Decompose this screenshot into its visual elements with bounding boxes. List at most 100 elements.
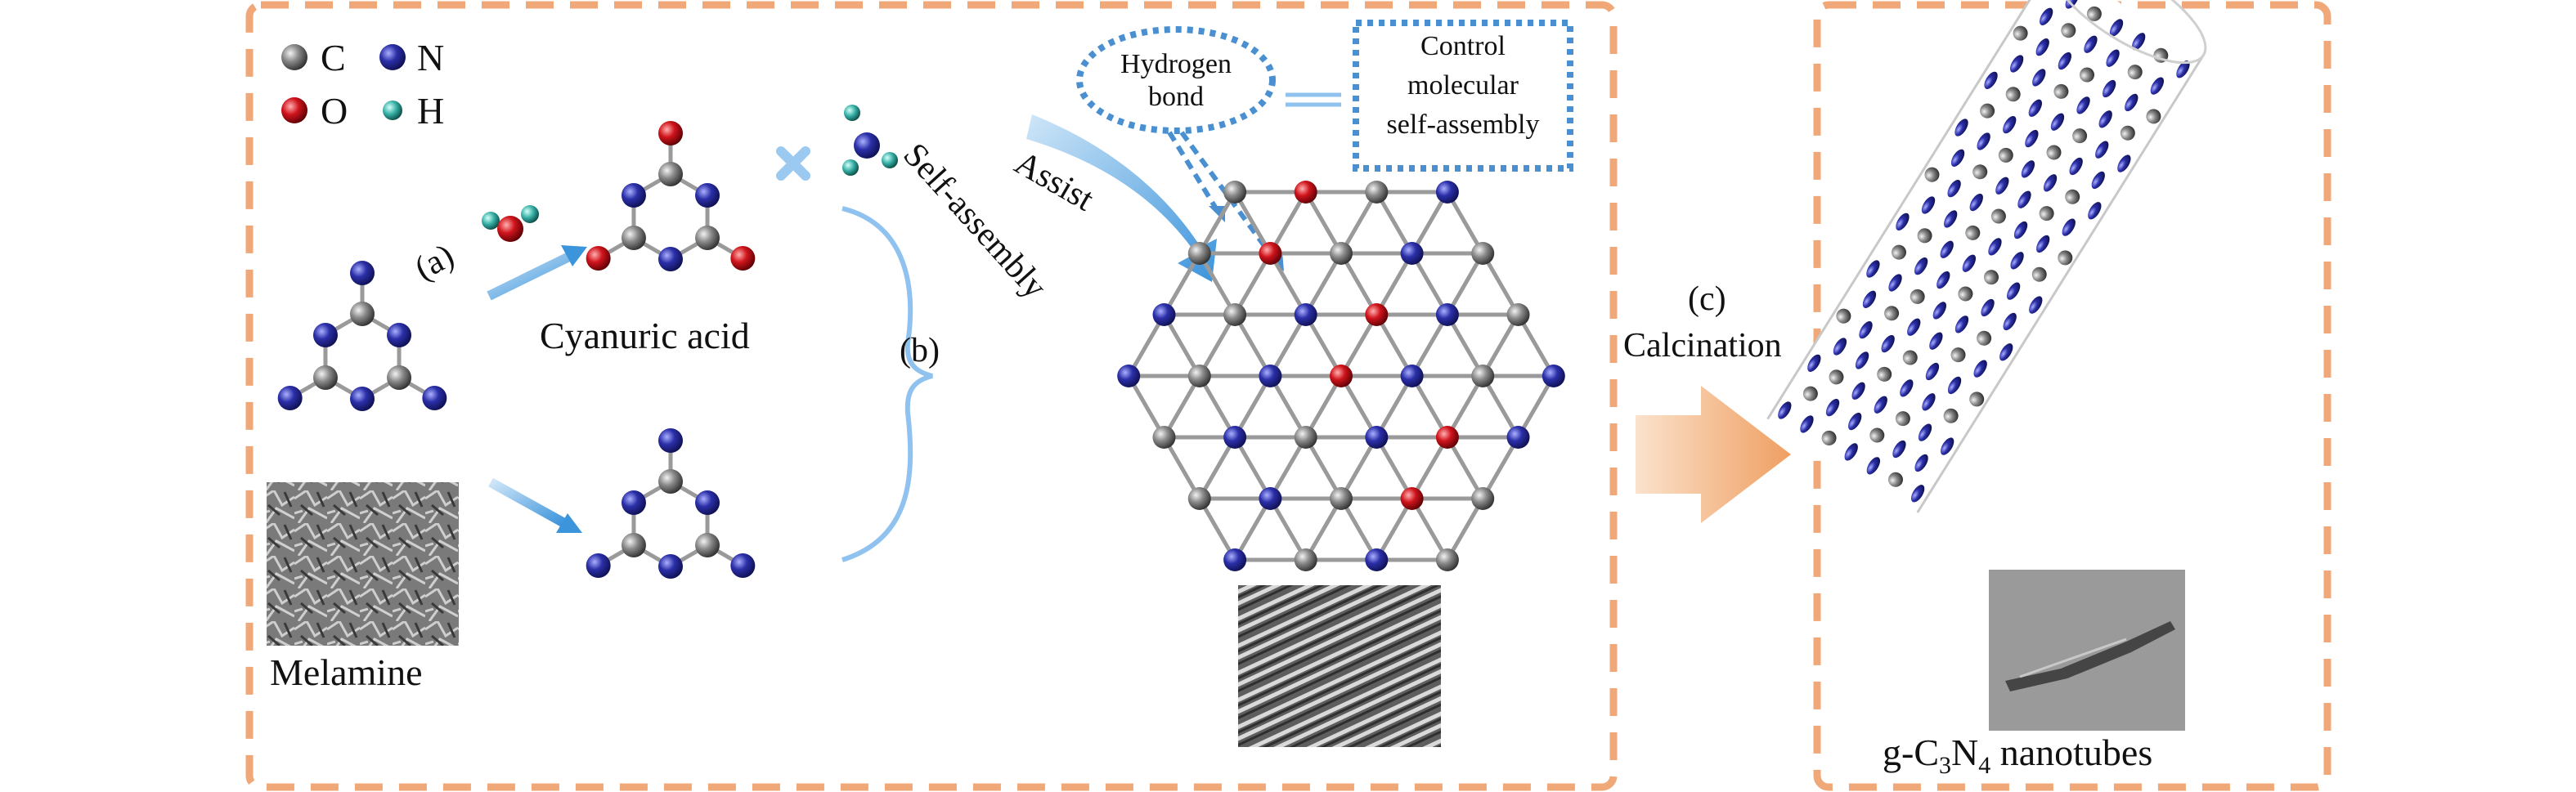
nanotube-atom-nitrogen — [1866, 260, 1880, 278]
network-bond — [1445, 313, 1485, 378]
melamine-copy-molecule-atom-carbon — [621, 533, 646, 557]
cyanuric-acid-label: Cyanuric acid — [540, 315, 750, 356]
nanotube-atom-nitrogen — [1929, 332, 1943, 350]
melamine-molecule-atom-nitrogen — [277, 386, 303, 410]
network-atom-carbon — [1365, 181, 1389, 204]
nanotube-atom-carbon — [1950, 347, 1966, 363]
network-atom-nitrogen — [1365, 426, 1389, 449]
hydrogen-bond-line-1: Hydrogen — [1120, 49, 1232, 79]
network-bond — [1375, 252, 1414, 316]
network-atom-carbon — [1223, 181, 1247, 204]
brace-b — [841, 206, 933, 562]
nanotube-atom-carbon — [2005, 87, 2021, 102]
network-bond — [1410, 190, 1450, 255]
nanotube-atom-carbon — [1980, 103, 1995, 119]
melamine-copy-molecule-atom-nitrogen — [621, 490, 646, 515]
nanotube-atom-carbon — [1892, 244, 1907, 260]
calcination-label: Calcination — [1623, 327, 1782, 365]
nanotube-atom-nitrogen — [1844, 443, 1858, 461]
nanotube-atom-nitrogen — [1914, 454, 1928, 472]
nanotube-atom-nitrogen — [1954, 315, 1969, 333]
legend-label-o: O — [321, 90, 348, 132]
nanotube-atom-nitrogen — [2013, 221, 2028, 239]
network-bond — [1162, 374, 1201, 439]
melamine-copy-molecule-atom-nitrogen — [730, 553, 756, 578]
network-atom-nitrogen — [1506, 426, 1530, 449]
network-bond — [1268, 436, 1308, 500]
network-bond — [1410, 313, 1450, 378]
hydrogen-bond-callout — [1076, 26, 1276, 134]
nanotube-atom-carbon — [1902, 350, 1918, 365]
network-bond — [1268, 313, 1308, 378]
network-bond — [1339, 374, 1379, 439]
nanotube-atom-nitrogen — [1947, 376, 1962, 395]
network-bond — [1375, 374, 1414, 439]
nanotube-atom-nitrogen — [1969, 193, 1983, 212]
network-atom-carbon — [1294, 548, 1317, 571]
legend-label-h: H — [417, 90, 445, 132]
nanotube-atom-nitrogen — [2095, 141, 2109, 159]
legend-oxygen-swatch — [281, 97, 307, 123]
nanotube-atom-nitrogen — [2003, 115, 2017, 134]
nanotube-atom-nitrogen — [1999, 343, 2013, 361]
network-bond — [1304, 252, 1344, 316]
nanotube-atom-carbon — [1829, 369, 1844, 385]
cyanuric-acid-molecule-atom-carbon — [621, 226, 646, 250]
nanotube-atom-nitrogen — [2035, 38, 2049, 56]
melamine-molecule-atom-nitrogen — [350, 261, 375, 285]
nanotube-atom-nitrogen — [2040, 7, 2053, 25]
nanotube-atom-nitrogen — [2109, 19, 2124, 37]
nanotube-atom-nitrogen — [2028, 99, 2042, 117]
network-atom-nitrogen — [1435, 181, 1459, 204]
network-atom-nitrogen — [1400, 242, 1424, 265]
nanotube-atom-carbon — [2127, 65, 2143, 80]
network-bond — [1339, 190, 1379, 255]
left-panel-frame — [245, 1, 1618, 791]
nanotube-atom-nitrogen — [2006, 282, 2021, 300]
nanotube-atom-carbon — [1958, 286, 1973, 302]
nanotube-atom-nitrogen — [2010, 252, 2024, 270]
nanotube-atom-nitrogen — [2132, 33, 2146, 51]
melamine-molecule-atom-nitrogen — [350, 387, 375, 411]
hydrogen-bond-label: Hydrogen bond — [1119, 51, 1233, 111]
network-bond — [1268, 497, 1308, 562]
network-atom-oxygen — [1294, 181, 1317, 204]
nanotube-atom-carbon — [2013, 25, 2028, 41]
network-atom-nitrogen — [1259, 365, 1282, 387]
nanotube-atom-nitrogen — [1874, 396, 1887, 414]
nanotube-atom-nitrogen — [1947, 179, 1961, 198]
nanotube-atom-carbon — [2065, 189, 2080, 204]
cyanuric-acid-molecule-atom-nitrogen — [695, 183, 720, 208]
nanotube-atom-nitrogen — [2062, 218, 2076, 236]
network-bond — [1268, 252, 1308, 316]
fragment-hydrogen — [844, 105, 860, 121]
cyanuric-acid-molecule-atom-nitrogen — [621, 183, 646, 208]
nanotube-atom-nitrogen — [2021, 160, 2035, 178]
nanotube-atom-nitrogen — [1859, 320, 1873, 339]
cyanuric-acid-molecule-atom-nitrogen — [658, 247, 683, 271]
nanotube-atom-nitrogen — [1944, 210, 1958, 228]
network-bond — [1481, 374, 1520, 439]
nanotube-atom-nitrogen — [1866, 457, 1881, 475]
nanotube-lattice — [1778, 0, 2190, 503]
nanotube-atom-carbon — [2080, 67, 2095, 83]
nanotube-atom-nitrogen — [2043, 174, 2058, 192]
control-line-1: Control — [1420, 31, 1506, 61]
cyanuric-acid-molecule-atom-oxygen — [586, 246, 611, 271]
fragment-nitrogen — [854, 132, 880, 159]
network-bond — [1339, 436, 1379, 500]
nanotube-atom-nitrogen — [1900, 379, 1914, 397]
network-bond — [1162, 436, 1201, 500]
nanotube-atom-nitrogen — [2003, 312, 2017, 331]
melamine-molecule-atom-nitrogen — [422, 386, 447, 410]
product-suffix: nanotubes — [1990, 732, 2153, 773]
network-atom-nitrogen — [1259, 487, 1282, 510]
nanotube-atom-nitrogen — [1950, 149, 1965, 167]
nanotube-atom-nitrogen — [1800, 415, 1814, 433]
network-bond — [1481, 436, 1520, 500]
nanotube-atom-nitrogen — [1848, 412, 1862, 431]
nanotube-atom-nitrogen — [2029, 296, 2043, 314]
nanotube-atom-nitrogen — [1778, 401, 1792, 419]
network-bond — [1197, 190, 1237, 255]
nanotube-atom-nitrogen — [2058, 51, 2072, 70]
